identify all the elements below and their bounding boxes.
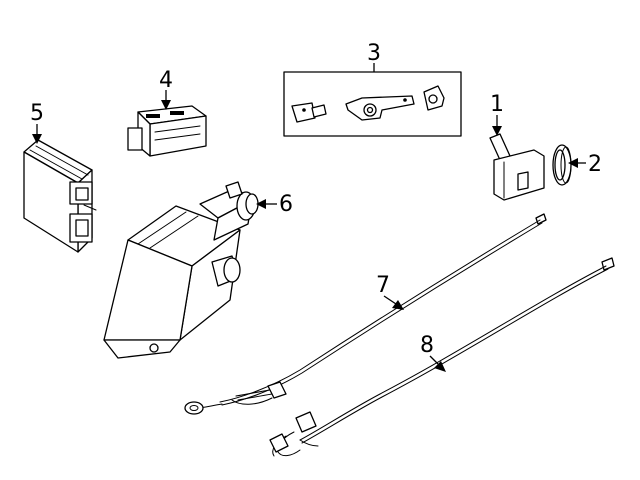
svg-text:8: 8 (420, 333, 434, 358)
part-4-connector-module[interactable] (127, 105, 207, 157)
svg-text:5: 5 (30, 101, 44, 126)
svg-text:3: 3 (367, 41, 381, 66)
callout-2: 2 (568, 152, 602, 177)
callout-7: 7 (376, 273, 404, 310)
part-1-sensor[interactable] (489, 133, 545, 201)
callout-5: 5 (30, 101, 44, 144)
part-8-sensor-cable[interactable] (269, 257, 615, 457)
callout-6: 6 (256, 192, 293, 217)
callout-4: 4 (159, 68, 173, 110)
part-3-bracket-kit[interactable] (283, 71, 462, 137)
part-2-grommet[interactable] (552, 144, 572, 186)
part-5-control-module[interactable] (23, 139, 97, 253)
svg-text:7: 7 (376, 273, 390, 298)
svg-text:2: 2 (588, 152, 602, 177)
callout-1: 1 (490, 92, 504, 136)
svg-text:4: 4 (159, 68, 173, 93)
callout-8: 8 (420, 333, 446, 372)
part-6-main-module[interactable] (103, 181, 259, 359)
part-7-wiring-harness[interactable] (184, 213, 547, 415)
svg-text:1: 1 (490, 92, 504, 117)
svg-text:6: 6 (279, 192, 293, 217)
callout-3: 3 (367, 41, 381, 72)
